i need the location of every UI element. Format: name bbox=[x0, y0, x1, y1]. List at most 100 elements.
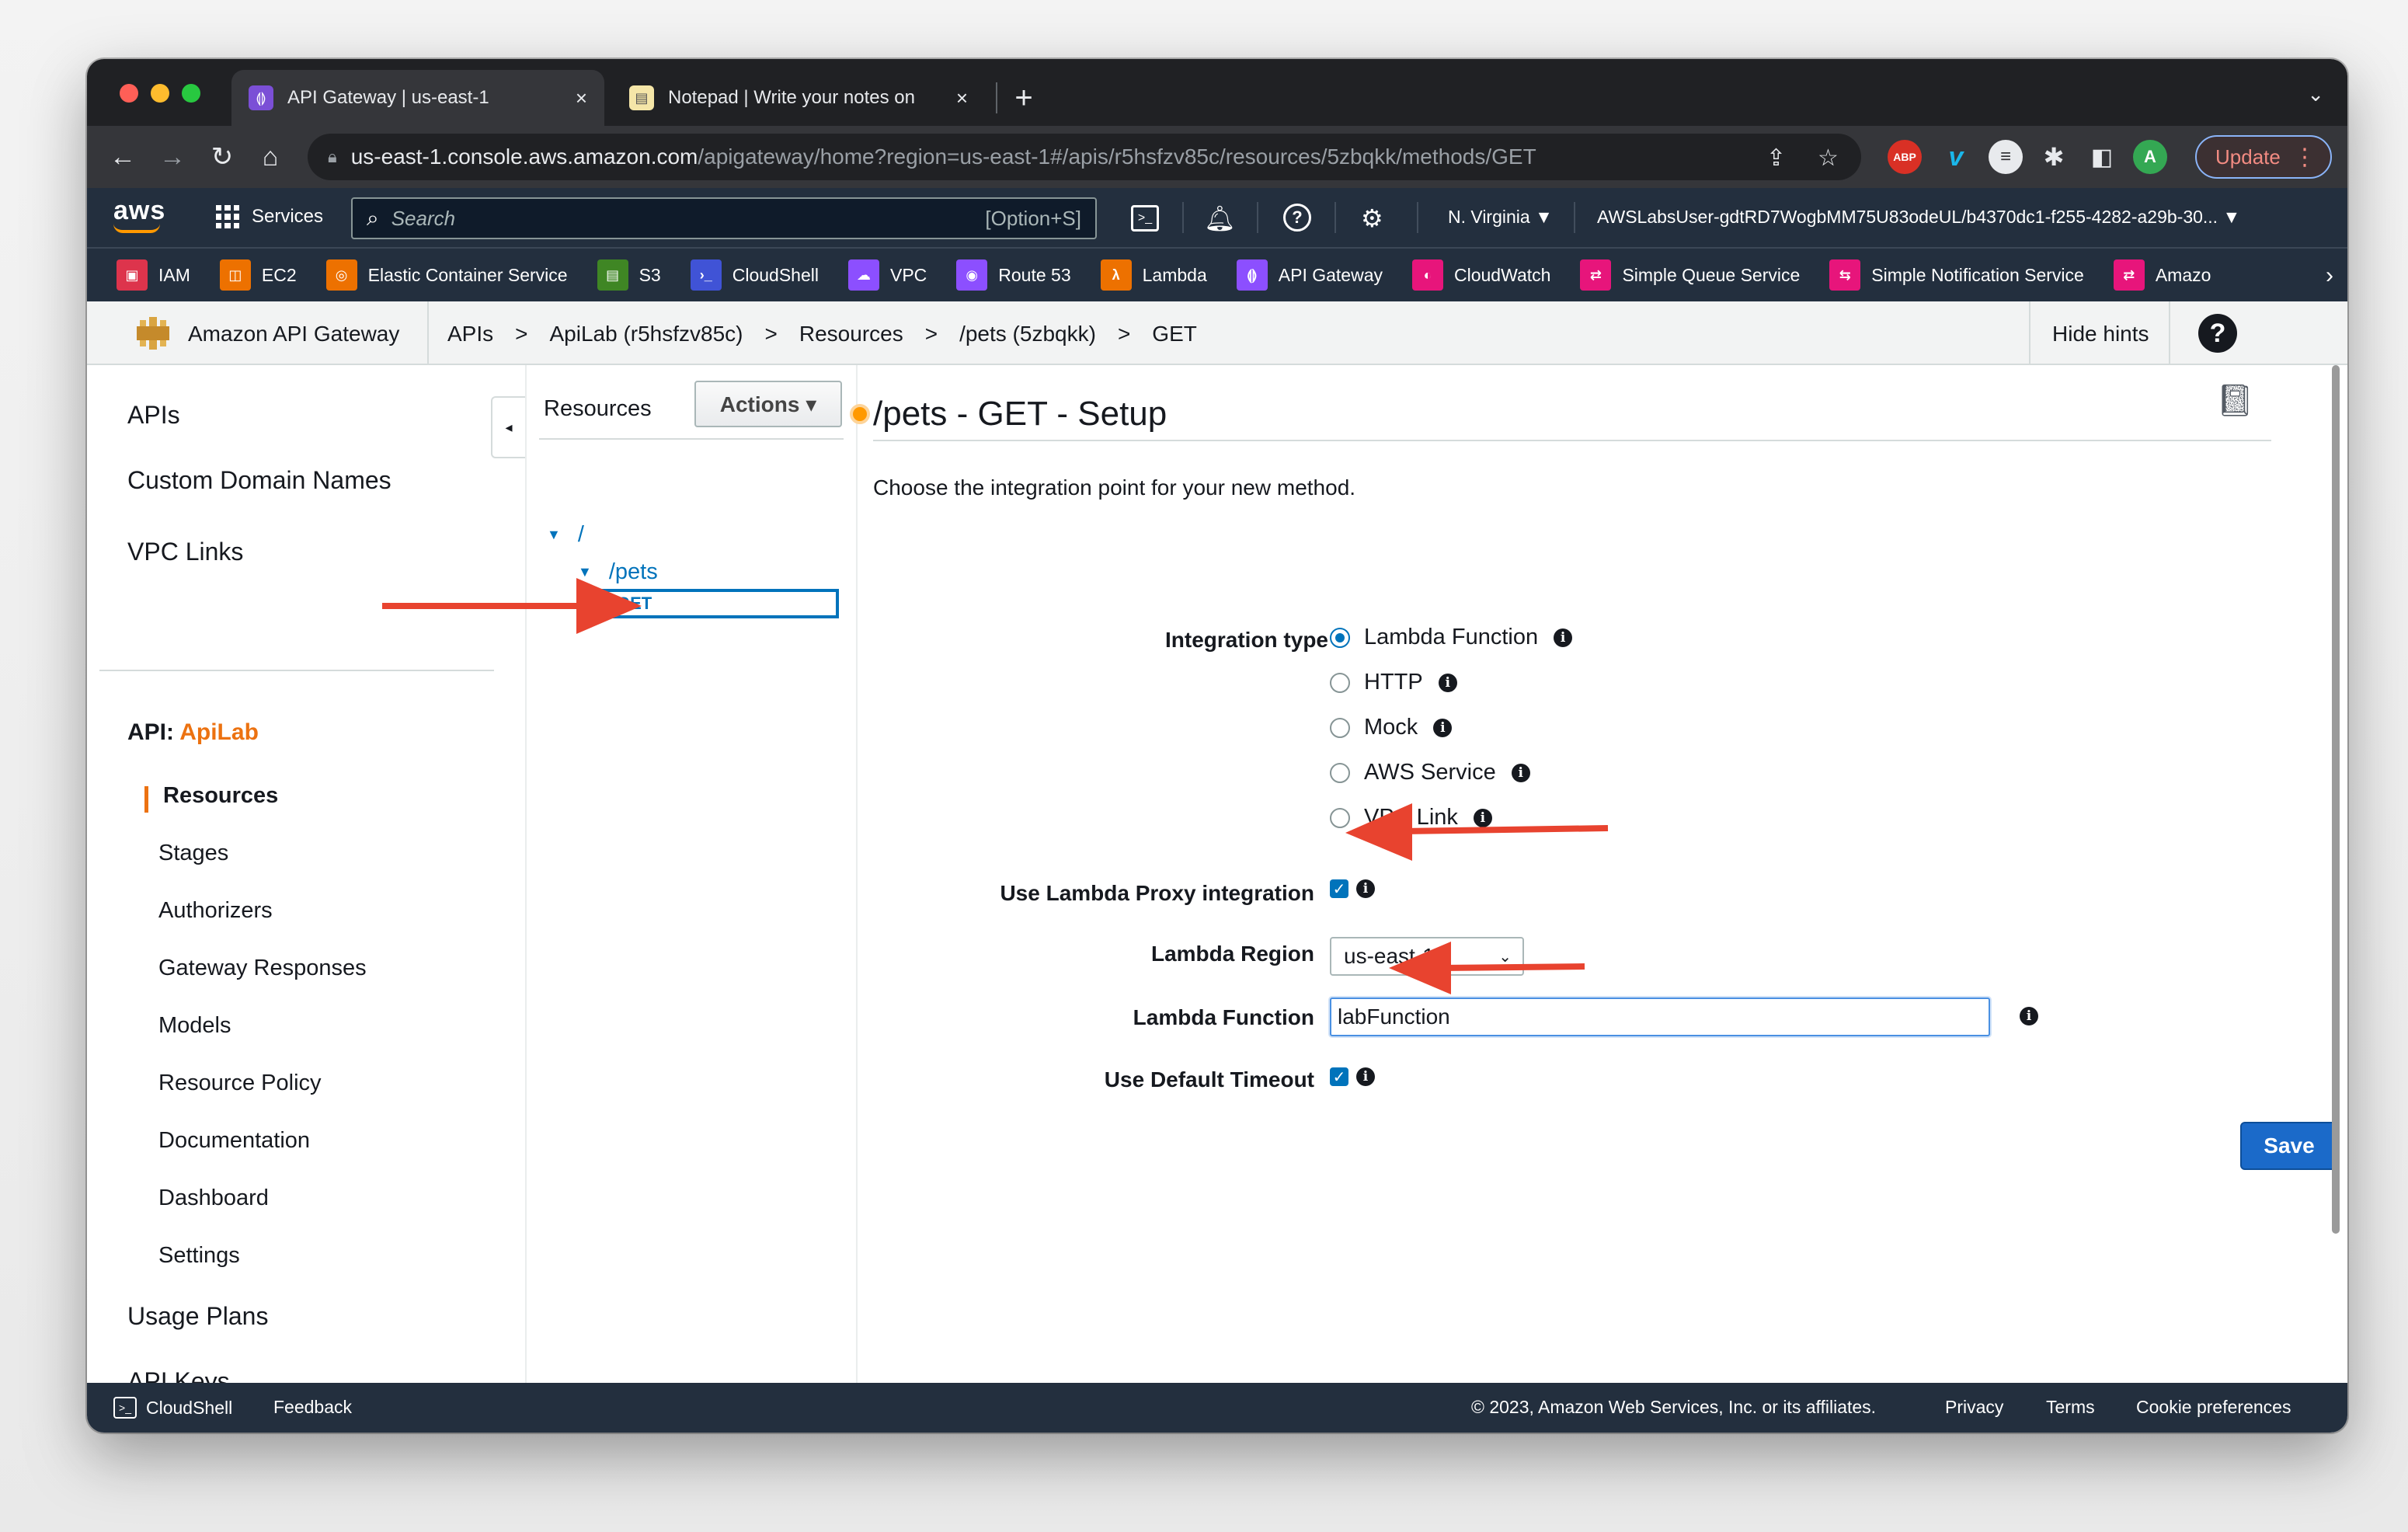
tab-api-gateway[interactable]: ⟬⟭ API Gateway | us-east-1 × bbox=[231, 70, 604, 126]
favorite-simple-notification-service[interactable]: ⇆Simple Notification Service bbox=[1829, 259, 2084, 291]
save-button[interactable]: Save bbox=[2240, 1122, 2338, 1170]
radio-button[interactable] bbox=[1330, 762, 1350, 783]
bookmark-star-icon[interactable]: ☆ bbox=[1818, 145, 1839, 171]
aws-logo[interactable]: aws bbox=[113, 196, 165, 233]
new-tab-button[interactable]: + bbox=[1014, 80, 1033, 115]
side-panel-icon[interactable]: ◧ bbox=[2090, 144, 2114, 170]
favorite-ec2[interactable]: ◫EC2 bbox=[219, 259, 297, 291]
aws-search-input[interactable]: ⌕ Search [Option+S] bbox=[351, 197, 1097, 239]
back-arrow-icon[interactable]: ← bbox=[110, 141, 136, 172]
tree-node-pets[interactable]: ▼/pets bbox=[578, 559, 658, 585]
account-menu[interactable]: AWSLabsUser-gdtRD7WogbMM75U83odeUL/b4370… bbox=[1597, 207, 2241, 227]
footer-cloudshell-button[interactable]: >_ CloudShell bbox=[113, 1397, 232, 1419]
expand-triangle-icon[interactable]: ▼ bbox=[578, 564, 592, 580]
favorite-s3[interactable]: ▤S3 bbox=[597, 259, 661, 291]
info-icon[interactable]: i bbox=[1511, 763, 1530, 782]
breadcrumb-apis[interactable]: APIs bbox=[447, 322, 494, 346]
favorite-simple-queue-service[interactable]: ⇄Simple Queue Service bbox=[1580, 259, 1800, 291]
favorite-vpc[interactable]: ☁VPC bbox=[847, 259, 927, 291]
services-menu-button[interactable]: Services bbox=[216, 205, 323, 228]
breadcrumb-resource[interactable]: /pets (5zbqkk) bbox=[959, 322, 1096, 346]
update-button[interactable]: Update ⋮ bbox=[2195, 135, 2332, 179]
info-icon[interactable]: i bbox=[1554, 628, 1573, 647]
documentation-book-icon[interactable]: 📓︎ bbox=[2215, 384, 2255, 418]
help-icon[interactable]: ? bbox=[2198, 314, 2237, 353]
sidebar-item-authorizers[interactable]: Authorizers bbox=[158, 898, 273, 923]
extension-menu-icon[interactable]: ≡ bbox=[1989, 140, 2023, 174]
footer-terms-link[interactable]: Terms bbox=[2046, 1397, 2095, 1417]
collapse-sidebar-button[interactable]: ◂ bbox=[491, 396, 525, 458]
radio-button[interactable] bbox=[1330, 672, 1350, 693]
favorite-route-53[interactable]: ◉Route 53 bbox=[956, 259, 1071, 291]
sidebar-item-documentation[interactable]: Documentation bbox=[158, 1128, 311, 1153]
radio-button[interactable] bbox=[1330, 627, 1350, 648]
vertical-scrollbar[interactable] bbox=[2329, 365, 2341, 1235]
footer-privacy-link[interactable]: Privacy bbox=[1945, 1397, 2004, 1417]
expand-triangle-icon[interactable]: ▼ bbox=[547, 527, 561, 542]
sidebar-item-usage-plans[interactable]: Usage Plans bbox=[127, 1302, 269, 1330]
favorite-amazo[interactable]: ⇄Amazo bbox=[2113, 259, 2211, 291]
favorite-cloudshell[interactable]: ›_CloudShell bbox=[690, 259, 819, 291]
maximize-window-button[interactable] bbox=[182, 84, 200, 103]
sidebar-item-models[interactable]: Models bbox=[158, 1013, 231, 1038]
tab-close-icon[interactable]: × bbox=[575, 85, 587, 110]
forward-arrow-icon[interactable]: → bbox=[159, 141, 186, 172]
home-icon[interactable]: ⌂ bbox=[262, 141, 279, 172]
sidebar-item-settings[interactable]: Settings bbox=[158, 1243, 240, 1268]
region-selector[interactable]: N. Virginia ▼ bbox=[1448, 207, 1553, 227]
sidebar-item-stages[interactable]: Stages bbox=[158, 841, 229, 865]
adblock-plus-icon[interactable]: ABP bbox=[1888, 140, 1922, 174]
lambda-function-input[interactable]: labFunction bbox=[1330, 998, 1990, 1036]
info-icon[interactable]: i bbox=[1356, 1067, 1375, 1086]
api-name-link[interactable]: ApiLab bbox=[179, 719, 259, 745]
tab-notepad[interactable]: ▤ Notepad | Write your notes on × bbox=[612, 70, 985, 126]
close-window-button[interactable] bbox=[120, 84, 138, 103]
favorite-api-gateway[interactable]: ⟬⟭API Gateway bbox=[1236, 259, 1383, 291]
info-icon[interactable]: i bbox=[1473, 808, 1492, 827]
reload-icon[interactable]: ↻ bbox=[211, 142, 234, 172]
tab-search-chevron-icon[interactable]: ⌄ bbox=[2307, 82, 2324, 106]
puzzle-extensions-icon[interactable]: ✱ bbox=[2043, 143, 2065, 171]
info-icon[interactable]: i bbox=[1438, 673, 1457, 692]
footer-feedback-link[interactable]: Feedback bbox=[273, 1397, 353, 1417]
info-icon[interactable]: i bbox=[1356, 879, 1375, 898]
breadcrumb-api[interactable]: ApiLab (r5hsfzv85c) bbox=[549, 322, 743, 346]
sidebar-item-custom-domain-names[interactable]: Custom Domain Names bbox=[127, 466, 391, 494]
minimize-window-button[interactable] bbox=[151, 84, 169, 103]
actions-dropdown-button[interactable]: Actions ▾ bbox=[694, 381, 842, 427]
help-circle-icon[interactable]: ? bbox=[1283, 204, 1311, 232]
breadcrumb-resources[interactable]: Resources bbox=[799, 322, 903, 346]
cloudshell-icon[interactable]: >_ bbox=[1131, 205, 1159, 232]
tab-close-icon[interactable]: × bbox=[955, 85, 968, 110]
tree-node-root[interactable]: ▼/ bbox=[547, 522, 584, 548]
hide-hints-button[interactable]: Hide hints bbox=[2052, 322, 2149, 346]
address-bar[interactable]: 🔒︎ us-east-1.console.aws.amazon.com/apig… bbox=[308, 134, 1861, 180]
sidebar-item-vpc-links[interactable]: VPC Links bbox=[127, 538, 244, 566]
sidebar-item-dashboard[interactable]: Dashboard bbox=[158, 1186, 269, 1210]
sidebar-item-resource-policy[interactable]: Resource Policy bbox=[158, 1071, 322, 1095]
share-icon[interactable]: ⇪ bbox=[1766, 145, 1787, 171]
favorite-iam[interactable]: ▣IAM bbox=[117, 259, 190, 291]
info-icon[interactable]: i bbox=[1433, 718, 1453, 737]
scrollbar-thumb[interactable] bbox=[2332, 365, 2340, 1234]
service-name[interactable]: Amazon API Gateway bbox=[188, 322, 400, 346]
favorite-cloudwatch[interactable]: ◐CloudWatch bbox=[1412, 259, 1550, 291]
notifications-bell-icon[interactable]: 🔔︎ bbox=[1204, 204, 1236, 232]
footer-cookie-preferences-link[interactable]: Cookie preferences bbox=[2136, 1397, 2291, 1417]
settings-gear-icon[interactable]: ⚙ bbox=[1361, 204, 1383, 232]
chevron-right-icon[interactable]: › bbox=[2326, 263, 2333, 288]
lambda-proxy-checkbox[interactable]: ✓ bbox=[1330, 879, 1348, 898]
default-timeout-checkbox[interactable]: ✓ bbox=[1330, 1067, 1348, 1086]
sidebar-item-gateway-responses[interactable]: Gateway Responses bbox=[158, 956, 367, 980]
favorite-elastic-container-service[interactable]: ◎Elastic Container Service bbox=[325, 259, 568, 291]
sidebar-item-apis[interactable]: APIs bbox=[127, 401, 180, 429]
vimeo-icon[interactable]: v bbox=[1948, 141, 1964, 172]
radio-button[interactable] bbox=[1330, 807, 1350, 828]
profile-avatar[interactable]: A bbox=[2133, 140, 2167, 174]
info-icon[interactable]: i bbox=[2020, 1007, 2038, 1025]
